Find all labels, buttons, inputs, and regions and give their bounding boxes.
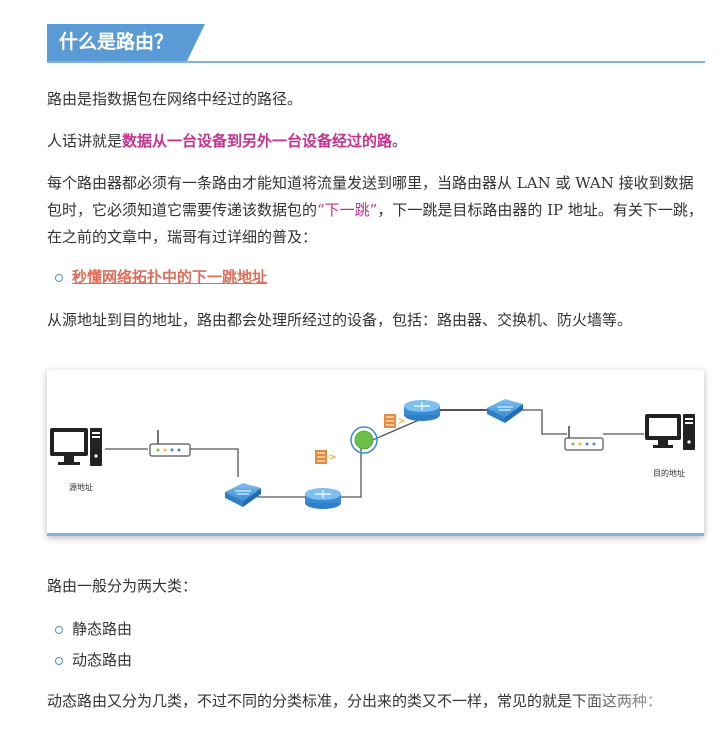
link-switch-modem bbox=[522, 409, 567, 435]
source-computer-icon bbox=[50, 428, 102, 466]
bullet-circle bbox=[55, 626, 63, 634]
paragraph-definition: 路由是指数据包在网络中经过的路径。 bbox=[47, 90, 303, 108]
paragraph-plain-explanation: 人话讲就是数据从一台设备到另外一台设备经过的路。 bbox=[47, 128, 707, 155]
highlight-text: 数据从一台设备到另外一台设备经过的路 bbox=[122, 132, 393, 150]
paragraph-devices: 从源地址到目的地址，路由都会处理所经过的设备，包括：路由器、交换机、防火墙等。 bbox=[47, 311, 633, 329]
network-diagram: 源地址 bbox=[47, 370, 704, 536]
bullet-circle bbox=[55, 274, 63, 282]
link-router-firewall bbox=[341, 409, 443, 498]
bullet-circle bbox=[55, 657, 63, 665]
internet-globe-icon bbox=[350, 426, 378, 454]
paragraph-route-categories: 路由一般分为两大类： bbox=[47, 577, 198, 595]
network-diagram-svg: 源地址 bbox=[50, 399, 695, 509]
switch-top-icon bbox=[487, 399, 523, 423]
network-links bbox=[105, 409, 644, 498]
plain-prefix: 人话讲就是 bbox=[47, 132, 123, 150]
destination-label: 目的地址 bbox=[653, 468, 685, 478]
modem-left-icon bbox=[149, 430, 191, 457]
source-label: 源地址 bbox=[69, 482, 93, 492]
router-top-icon bbox=[404, 400, 440, 421]
router-bottom-icon bbox=[305, 488, 341, 509]
next-hop-quote: “下一跳” bbox=[317, 201, 378, 219]
heading-title: 什么是路由？ bbox=[47, 24, 188, 61]
route-type-dynamic: 动态路由 bbox=[72, 651, 133, 669]
firewall-lower-icon bbox=[315, 450, 337, 464]
heading-underline bbox=[47, 61, 705, 63]
next-hop-text-1: 每个路由器都必须有一条路由才能知道将流量发送到哪里，当路由器从 LAN 或 WA… bbox=[47, 174, 694, 219]
route-type-static: 静态路由 bbox=[72, 620, 133, 638]
link-modem-switch bbox=[190, 448, 239, 477]
modem-right-icon bbox=[564, 426, 604, 451]
next-hop-article-link[interactable]: 秒懂网络拓扑中的下一跳地址 bbox=[72, 268, 268, 286]
plain-suffix: 。 bbox=[392, 132, 408, 150]
firewall-upper-icon bbox=[384, 414, 406, 428]
paragraph-next-hop: 每个路由器都必须有一条路由才能知道将流量发送到哪里，当路由器从 LAN 或 WA… bbox=[47, 170, 707, 251]
next-hop-text-2: ，下一跳是目标路由器的 IP 地址。有关下一跳，在之前的文章中，瑞哥有过详细的普… bbox=[47, 201, 703, 246]
destination-computer-icon bbox=[645, 414, 695, 450]
section-heading: 什么是路由？ bbox=[47, 24, 705, 64]
heading-arrow bbox=[187, 24, 205, 61]
bottom-right-fade bbox=[560, 690, 723, 730]
switch-bottom-icon bbox=[225, 483, 261, 507]
paragraph-dynamic-types: 动态路由又分为几类，不过不同的分类标准，分出来的类又不一样，常见的就是下面这两种… bbox=[47, 692, 663, 710]
